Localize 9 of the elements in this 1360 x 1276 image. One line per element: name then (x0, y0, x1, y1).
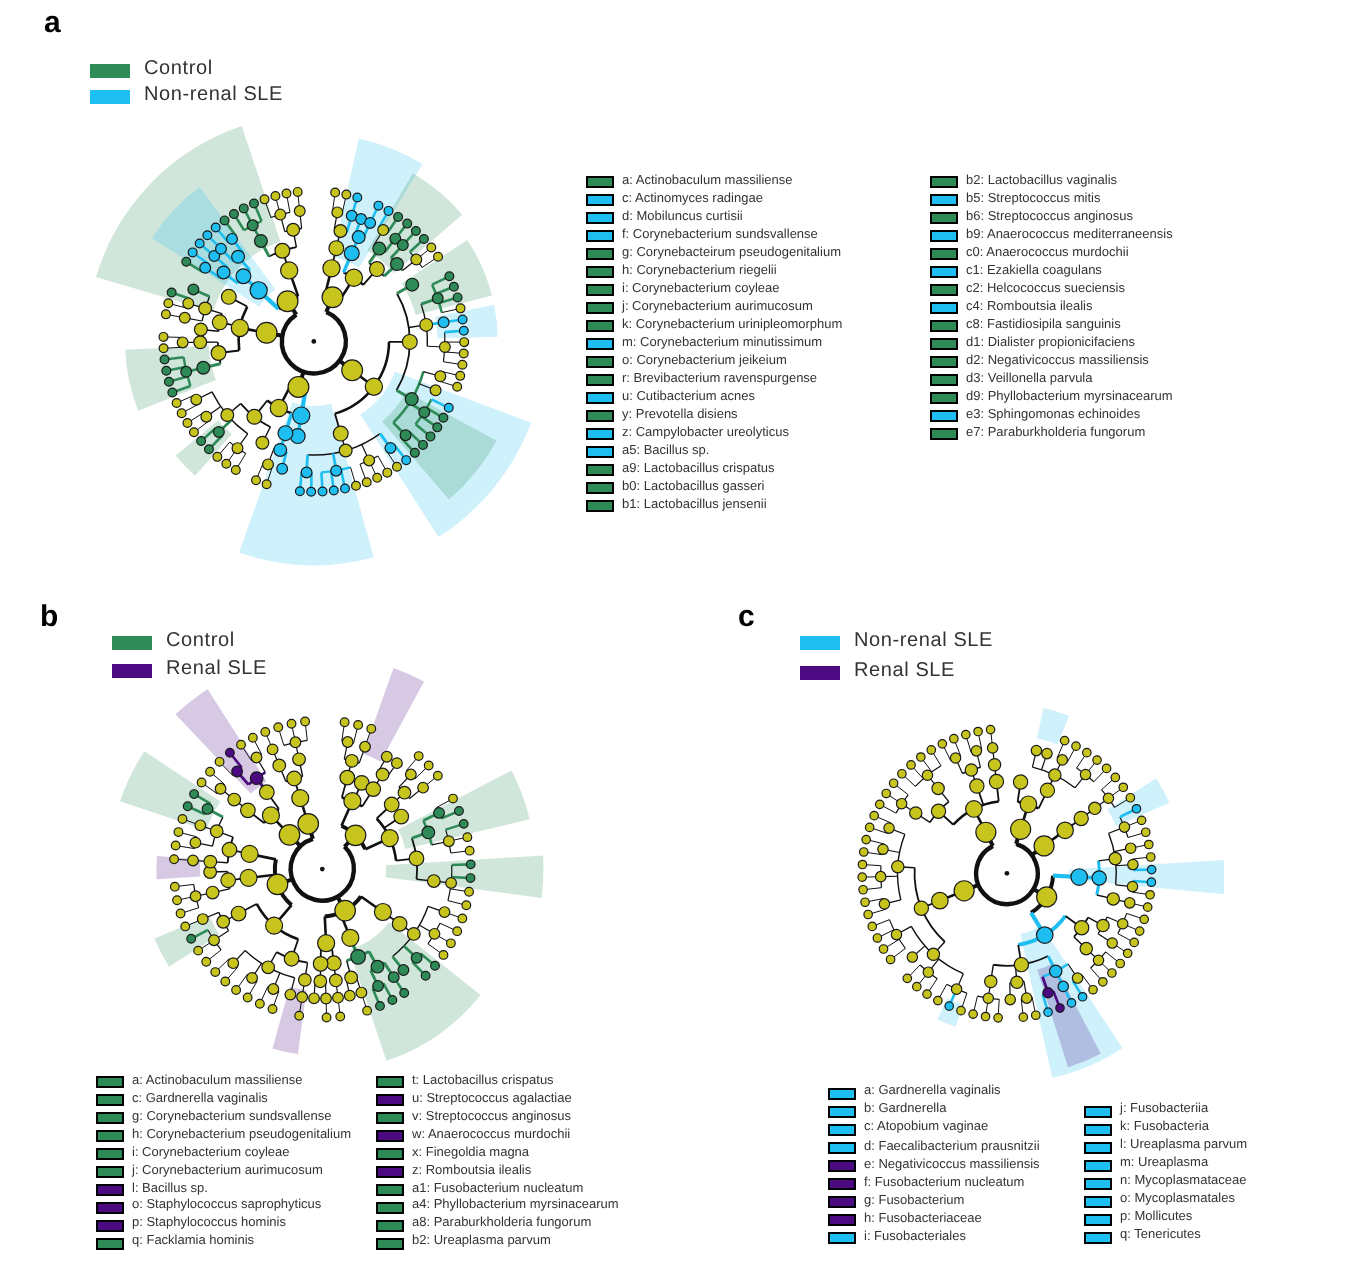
legend-label: Non-renal SLE (144, 86, 283, 106)
legend-label: Renal SLE (166, 660, 268, 680)
panel-letter: c (738, 602, 755, 632)
legend-label: Control (144, 60, 213, 80)
legend-label: Renal SLE (854, 662, 956, 682)
panel-letter: b (40, 602, 59, 632)
legend-label: Non-renal SLE (854, 632, 993, 652)
panel-letter: a (44, 8, 61, 38)
legend-label: Control (166, 632, 235, 652)
